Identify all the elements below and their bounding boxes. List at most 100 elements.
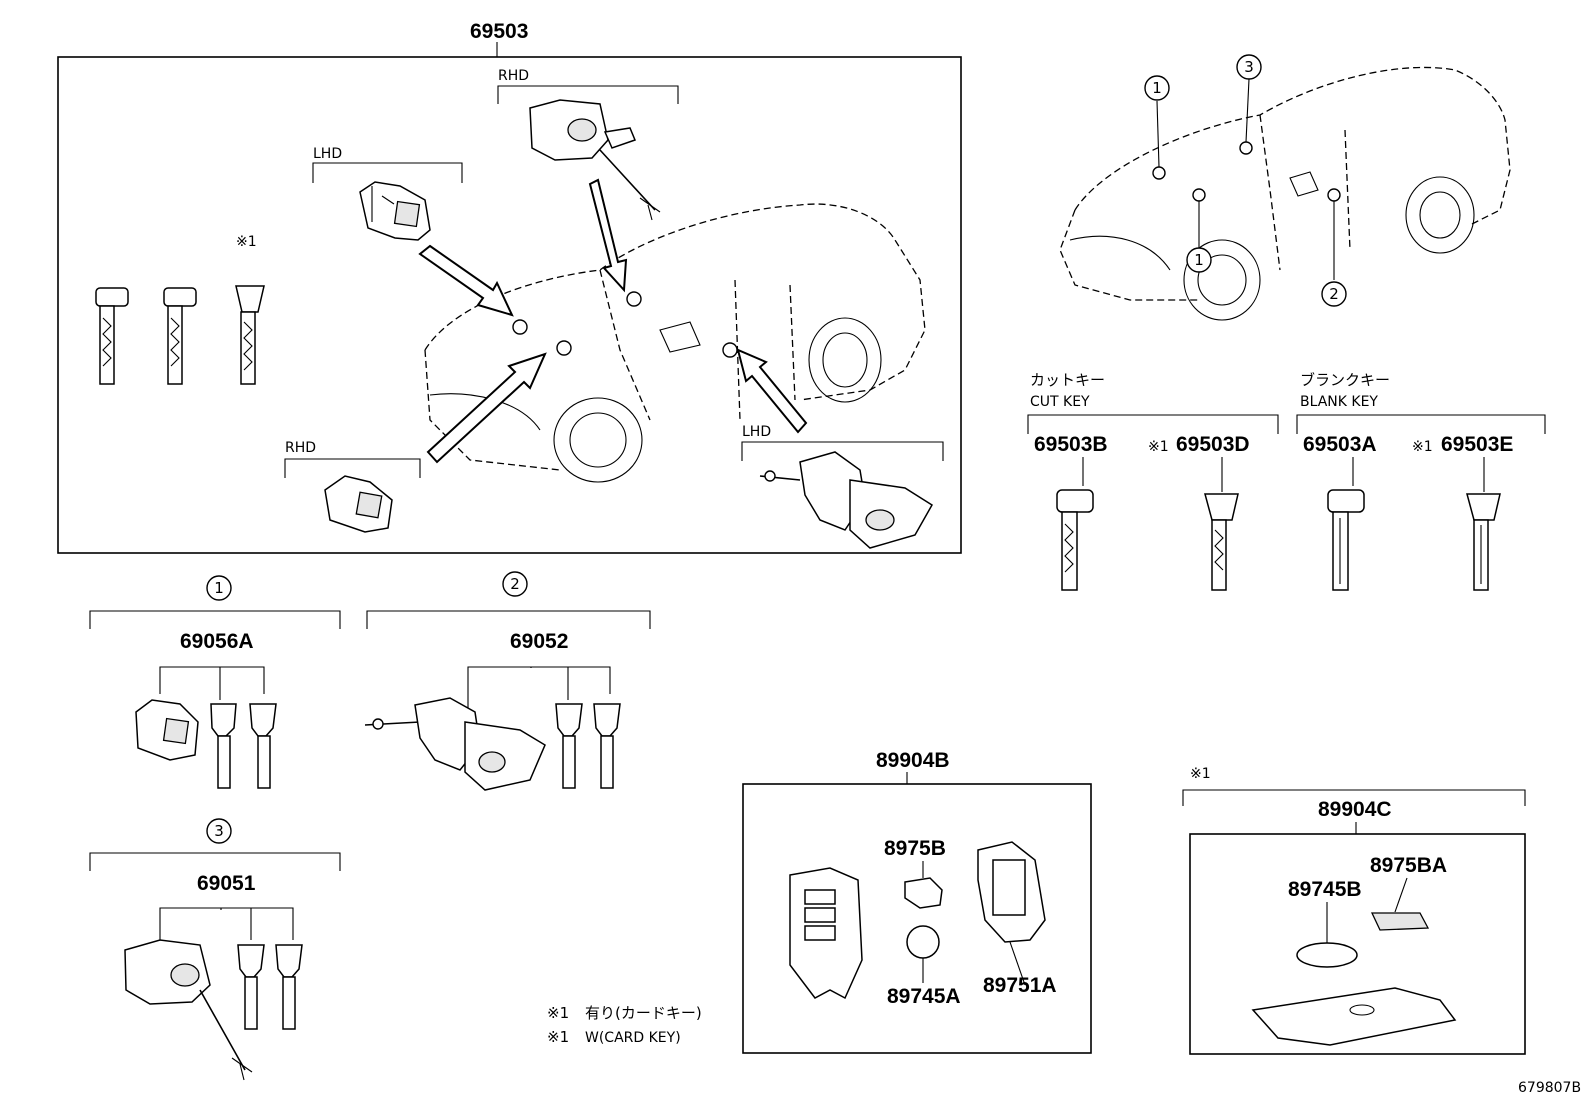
- ignition-switch-lhd[interactable]: [759, 451, 934, 549]
- part-69503D-mark: ※1: [1148, 439, 1169, 455]
- ignition-switch-rhd[interactable]: [529, 99, 661, 221]
- note-1-text: 有り(カードキー): [585, 1004, 702, 1022]
- vehicle-marker-3-label: 3: [1244, 58, 1254, 76]
- card-key-bracket: [1182, 789, 1526, 806]
- door-lock-cylinder-rhd[interactable]: [324, 475, 393, 533]
- vehicle-location-view: [1059, 66, 1511, 321]
- lhd-bracket-top: [312, 162, 463, 183]
- part-69503A[interactable]: 69503A: [1303, 433, 1377, 456]
- smart-key-case[interactable]: [977, 841, 1046, 943]
- group-2-ignition-switch[interactable]: [364, 697, 546, 791]
- rhd-label-top: RHD: [498, 68, 529, 84]
- part-89745A[interactable]: 89745A: [887, 985, 961, 1008]
- group-3-ignition-switch[interactable]: [124, 939, 253, 1081]
- location-dot-3: [626, 291, 642, 307]
- door-lock-cylinder-lhd[interactable]: [359, 181, 431, 241]
- blank-key-en-label: BLANK KEY: [1300, 394, 1378, 410]
- part-69503B[interactable]: 69503B: [1034, 433, 1108, 456]
- blank-key-jp-label: ブランクキー: [1300, 371, 1390, 389]
- note-mark-card-key: ※1: [236, 234, 257, 250]
- arrow-lhd-cylinder: [418, 244, 514, 317]
- arrow-ignition: [588, 178, 628, 293]
- vehicle-marker-1b: [1186, 247, 1212, 273]
- part-89904B[interactable]: 89904B: [876, 749, 950, 772]
- cut-key-en-label: CUT KEY: [1030, 394, 1090, 410]
- key-blade-left-card[interactable]: [235, 285, 265, 385]
- rhd-bracket-bottom: [284, 458, 421, 478]
- vehicle-dot-1a: [1152, 166, 1166, 180]
- group-2-key-2[interactable]: [593, 703, 621, 789]
- lhd-label-top: LHD: [313, 146, 342, 162]
- card-key-insulator: [1370, 912, 1430, 931]
- vehicle-marker-1a-label: 1: [1152, 79, 1162, 97]
- part-69503E-mark: ※1: [1412, 439, 1433, 455]
- group-marker-1-label: 1: [214, 579, 224, 597]
- vehicle-dot-3: [1239, 141, 1253, 155]
- note-2-mark: ※1: [547, 1028, 569, 1046]
- group-marker-2-label: 2: [510, 575, 520, 593]
- part-89904C[interactable]: 89904C: [1318, 798, 1392, 821]
- vehicle-dot-2: [1327, 188, 1341, 202]
- assembly-part-number[interactable]: 69503: [470, 20, 528, 43]
- card-key-note-mark: ※1: [1190, 766, 1211, 782]
- group-3-bracket: [89, 852, 341, 871]
- rhd-bracket-top: [497, 85, 679, 104]
- group-2-key-1[interactable]: [555, 703, 583, 789]
- key-69503D[interactable]: [1204, 493, 1239, 591]
- group-1-bracket: [89, 610, 341, 629]
- battery-89745B[interactable]: [1296, 942, 1358, 968]
- vehicle-outline-main: [424, 203, 926, 483]
- part-69503D[interactable]: 69503D: [1176, 433, 1250, 456]
- blank-key-bracket: [1296, 414, 1546, 434]
- key-blade-left-1[interactable]: [95, 287, 129, 385]
- part-69056A[interactable]: 69056A: [180, 630, 254, 653]
- part-8975BA[interactable]: 8975BA: [1370, 854, 1447, 877]
- part-8975B[interactable]: 8975B: [884, 837, 946, 860]
- battery-89745A[interactable]: [906, 925, 940, 959]
- key-69503A[interactable]: [1327, 489, 1365, 591]
- group-2-bracket: [366, 610, 651, 629]
- key-69503B[interactable]: [1056, 489, 1094, 591]
- group-marker-2: [502, 571, 528, 597]
- figure-id: 679807B: [1518, 1080, 1581, 1096]
- assembly-frame: [57, 56, 962, 554]
- vehicle-marker-1b-label: 1: [1194, 251, 1204, 269]
- group-3-key-2[interactable]: [275, 944, 303, 1030]
- group-1-cylinder[interactable]: [135, 699, 199, 761]
- key-69503E[interactable]: [1466, 493, 1501, 591]
- arrow-rhd-cylinder: [426, 352, 547, 464]
- location-dot-1: [512, 319, 528, 335]
- part-69503E[interactable]: 69503E: [1441, 433, 1513, 456]
- vehicle-marker-2: [1321, 281, 1347, 307]
- rhd-label-bottom: RHD: [285, 440, 316, 456]
- note-2-text: W(CARD KEY): [585, 1030, 681, 1046]
- lhd-bracket-bottom: [741, 441, 944, 461]
- arrow-lhd-ignition: [736, 348, 808, 434]
- smart-key-fob[interactable]: [789, 867, 863, 1000]
- cut-key-bracket: [1027, 414, 1279, 434]
- group-1-key-2[interactable]: [249, 703, 277, 789]
- cut-key-jp-label: カットキー: [1030, 371, 1105, 389]
- group-marker-1: [206, 575, 232, 601]
- smart-key-frame: [742, 783, 1092, 1054]
- part-89751A[interactable]: 89751A: [983, 974, 1057, 997]
- vehicle-marker-3: [1236, 54, 1262, 80]
- group-marker-3-label: 3: [214, 822, 224, 840]
- part-69052[interactable]: 69052: [510, 630, 568, 653]
- card-key-frame: [1189, 833, 1526, 1055]
- group-marker-3: [206, 818, 232, 844]
- vehicle-dot-1b: [1192, 188, 1206, 202]
- location-dot-4: [722, 342, 738, 358]
- group-3-key-1[interactable]: [237, 944, 265, 1030]
- part-69051[interactable]: 69051: [197, 872, 256, 895]
- group-1-key-1[interactable]: [210, 703, 237, 789]
- vehicle-marker-2-label: 2: [1329, 285, 1339, 303]
- location-dot-2: [556, 340, 572, 356]
- key-blade-left-2[interactable]: [163, 287, 197, 385]
- vehicle-marker-1a: [1144, 75, 1170, 101]
- lhd-label-bottom: LHD: [742, 424, 771, 440]
- part-8975B-icon: [904, 877, 943, 909]
- part-89745B[interactable]: 89745B: [1288, 878, 1362, 901]
- card-key-body[interactable]: [1251, 987, 1457, 1046]
